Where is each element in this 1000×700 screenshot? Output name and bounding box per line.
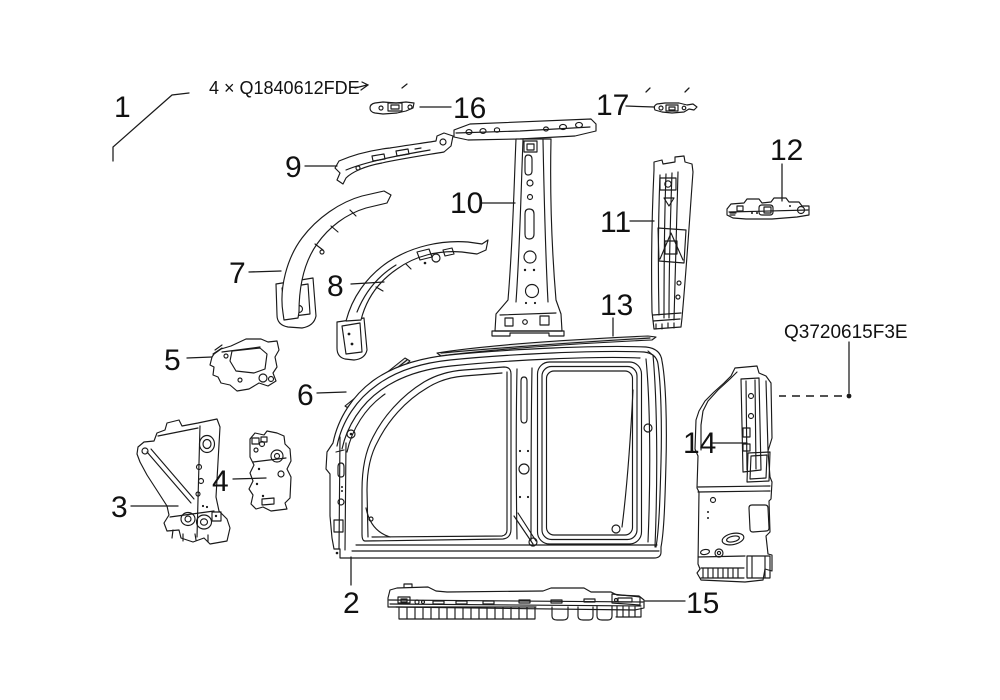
part-13-drawing	[436, 335, 657, 357]
part-code-top-leader	[354, 81, 690, 93]
callout-12: 12	[770, 134, 803, 167]
callout-16: 16	[453, 92, 486, 125]
part-12-drawing	[726, 197, 810, 220]
part-9-drawing	[334, 132, 454, 185]
part-5-drawing	[209, 338, 280, 392]
callout-1: 1	[114, 91, 131, 124]
callout-11: 11	[600, 206, 631, 239]
part-8-drawing	[336, 239, 489, 361]
callout-8: 8	[327, 270, 344, 303]
part-10-drawing	[453, 118, 597, 337]
callout-3: 3	[111, 491, 128, 524]
part-17-drawing	[653, 102, 698, 114]
part-11-drawing	[651, 155, 694, 330]
part-code-right: Q3720615F3E	[784, 322, 908, 343]
part-4-drawing	[248, 430, 292, 512]
callout-9: 9	[285, 151, 302, 184]
part-code-top: 4 × Q1840612FDE	[209, 78, 360, 98]
part-14-drawing	[694, 365, 773, 583]
part-15-drawing	[387, 583, 645, 621]
callout-7: 7	[229, 257, 246, 290]
fastener-leader-right	[779, 341, 852, 399]
callout-4: 4	[212, 465, 229, 498]
callout-6: 6	[297, 379, 314, 412]
callout-2: 2	[343, 587, 360, 620]
callout-10: 10	[450, 187, 483, 220]
part-7-drawing	[275, 190, 392, 329]
callout-1-leader	[112, 92, 190, 162]
callout-14: 14	[683, 427, 716, 460]
part-16-drawing	[369, 101, 415, 115]
callout-13: 13	[600, 289, 633, 322]
callout-leaders	[130, 105, 783, 602]
callout-15: 15	[686, 587, 719, 620]
callout-5: 5	[164, 344, 181, 377]
callout-17: 17	[596, 89, 629, 122]
part-2-drawing	[325, 345, 667, 559]
part-3-drawing	[136, 418, 231, 545]
